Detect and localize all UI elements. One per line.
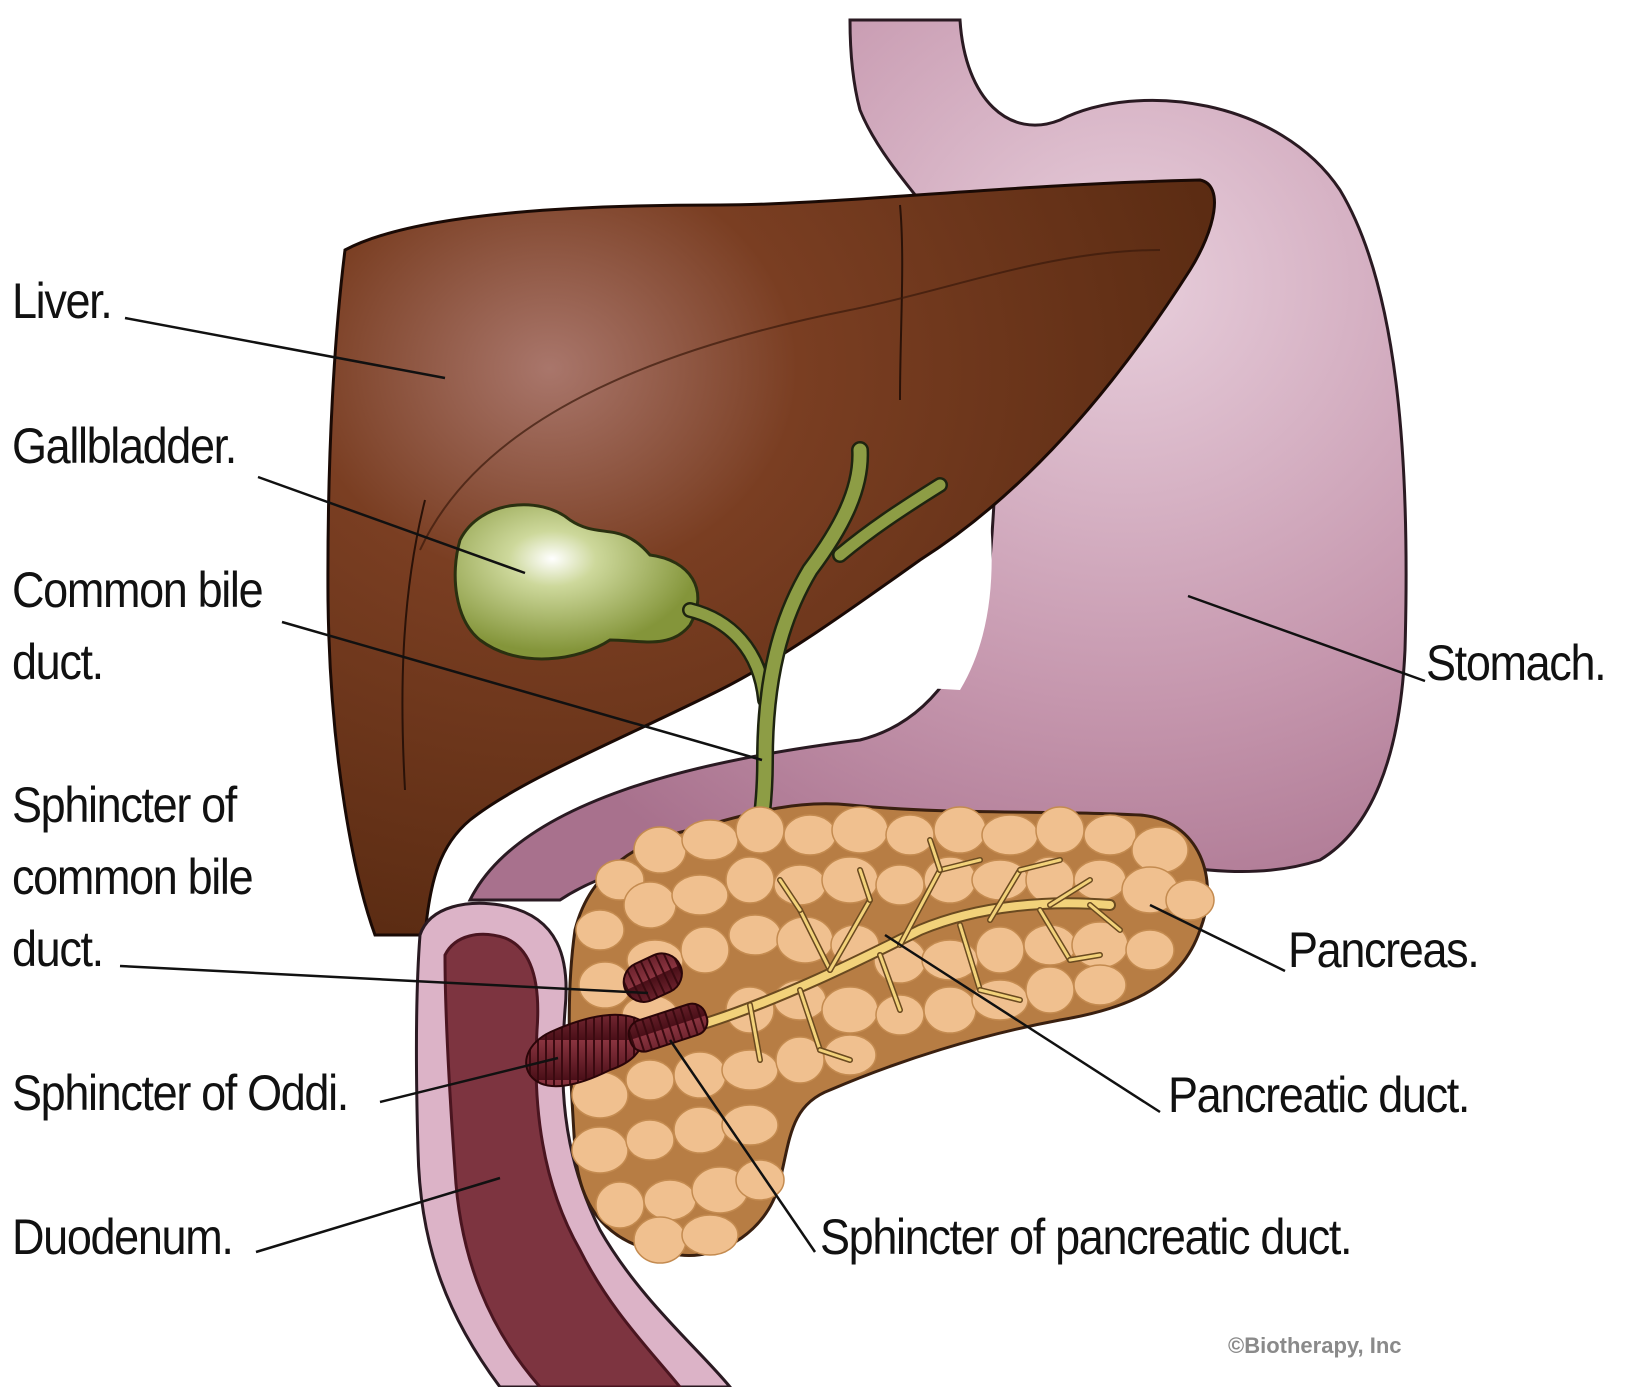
label-gallbladder: Gallbladder. bbox=[12, 411, 236, 481]
pancreas-lobule bbox=[1036, 807, 1084, 853]
label-stomach: Stomach. bbox=[1426, 628, 1605, 698]
pancreas-lobule bbox=[1026, 967, 1074, 1013]
pancreas-lobule bbox=[832, 807, 888, 853]
pancreas-lobule bbox=[726, 857, 774, 903]
pancreas-lobule bbox=[672, 875, 728, 915]
pancreas-lobule bbox=[822, 987, 878, 1033]
pancreas-lobule bbox=[682, 1215, 738, 1255]
label-pancreatic-duct: Pancreatic duct. bbox=[1168, 1060, 1469, 1130]
pancreas-lobule bbox=[634, 1217, 686, 1263]
pancreas-lobule bbox=[1084, 815, 1136, 855]
pancreas-lobule bbox=[736, 807, 784, 853]
label-sphincter-cbd-line2: common bile bbox=[12, 842, 252, 912]
pancreas-lobule bbox=[876, 865, 924, 905]
pancreas-lobule bbox=[626, 1120, 674, 1160]
pancreas-lobule bbox=[626, 1060, 674, 1100]
pancreas-lobule bbox=[572, 1127, 628, 1173]
pancreas-lobule bbox=[982, 815, 1038, 855]
label-common-bile-duct-line2: duct. bbox=[12, 627, 103, 697]
pancreas-lobule bbox=[886, 815, 934, 855]
label-sphincter-cbd-line1: Sphincter of bbox=[12, 770, 236, 840]
pancreas-lobule bbox=[1166, 880, 1214, 920]
label-sphincter-oddi: Sphincter of Oddi. bbox=[12, 1058, 348, 1128]
label-pancreas: Pancreas. bbox=[1288, 915, 1478, 985]
pancreas-lobule bbox=[722, 1105, 778, 1145]
pancreas-lobule bbox=[576, 910, 624, 950]
pancreas-lobule bbox=[924, 987, 976, 1033]
label-liver: Liver. bbox=[12, 266, 111, 336]
pancreas-lobule bbox=[972, 860, 1028, 900]
pancreas-lobule bbox=[596, 1182, 644, 1228]
pancreas-lobule bbox=[682, 820, 738, 860]
label-common-bile-duct-line1: Common bile bbox=[12, 555, 262, 625]
pancreas-lobule bbox=[722, 1050, 778, 1090]
pancreas-lobule bbox=[681, 927, 729, 973]
pancreas-lobule bbox=[1126, 930, 1174, 970]
pancreas-lobule bbox=[624, 882, 676, 928]
pancreas-lobule bbox=[1074, 965, 1126, 1005]
pancreas-lobule bbox=[784, 815, 836, 855]
label-duodenum: Duodenum. bbox=[12, 1202, 233, 1272]
label-sphincter-pancreatic-duct: Sphincter of pancreatic duct. bbox=[820, 1202, 1351, 1272]
copyright-credit: ©Biotherapy, Inc bbox=[1228, 1333, 1402, 1359]
pancreas-lobule bbox=[1132, 827, 1188, 873]
pancreas-lobule bbox=[876, 995, 924, 1035]
pancreas-lobule bbox=[729, 915, 781, 955]
pancreas-lobule bbox=[934, 807, 986, 853]
pancreas-lobule bbox=[1074, 860, 1126, 900]
pancreas-lobule bbox=[634, 827, 686, 873]
label-sphincter-cbd-line3: duct. bbox=[12, 914, 103, 984]
pancreas-lobule bbox=[644, 1180, 696, 1220]
pancreas-lobule bbox=[976, 927, 1024, 973]
pancreas-lobule bbox=[674, 1107, 726, 1153]
